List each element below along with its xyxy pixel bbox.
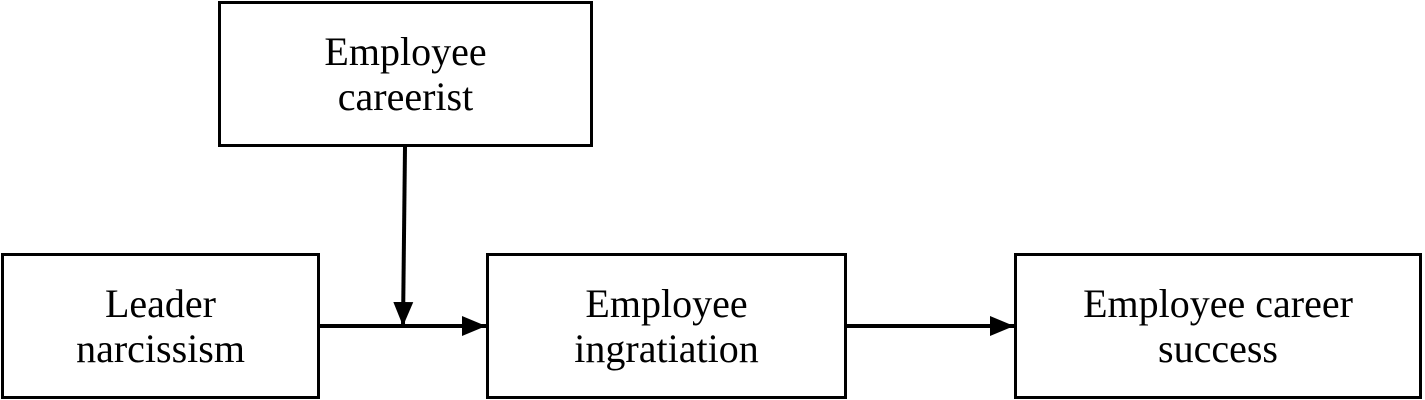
node-employee-careerist: Employee careerist [218, 1, 593, 147]
node-employee-careerist-label: Employee careerist [324, 29, 487, 119]
node-leader-narcissism: Leader narcissism [1, 253, 320, 399]
arrow-moderator-to-path [393, 146, 414, 327]
node-leader-narcissism-label: Leader narcissism [76, 281, 245, 371]
node-employee-ingratiation: Employee ingratiation [486, 253, 847, 399]
node-employee-ingratiation-label: Employee ingratiation [574, 281, 759, 371]
node-employee-career-success: Employee career success [1014, 253, 1422, 399]
node-employee-career-success-label: Employee career success [1083, 281, 1353, 371]
